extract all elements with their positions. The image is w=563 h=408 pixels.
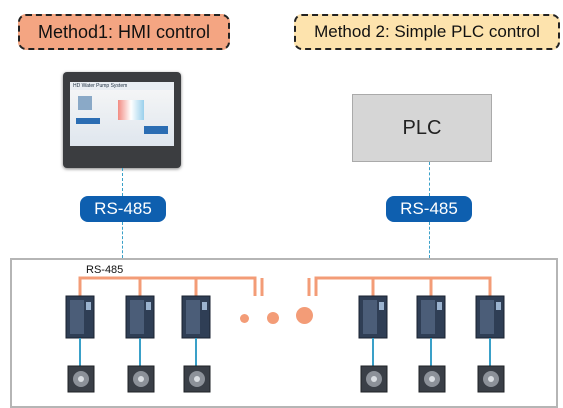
rs485-badge-right: RS-485 (386, 196, 472, 222)
ellipsis-dot-small (240, 314, 249, 323)
servo-motor (127, 365, 155, 393)
bus-right-segment (314, 276, 492, 296)
servo-drive (125, 295, 155, 339)
servo-drive (358, 295, 388, 339)
servo-drive (475, 295, 505, 339)
rs485-badge-left: RS-485 (80, 196, 166, 222)
bus-label: RS-485 (86, 264, 124, 276)
hmi-widget (78, 96, 92, 110)
hmi-link-line-bottom (122, 222, 123, 258)
servo-drive (181, 295, 211, 339)
servo-drive (416, 295, 446, 339)
hmi-screen: HD Water Pump System (70, 82, 174, 146)
servo-drive (65, 295, 95, 339)
method2-label: Method 2: Simple PLC control (294, 14, 560, 50)
hmi-widget (144, 126, 168, 134)
servo-motor (67, 365, 95, 393)
plc-link-line-top (429, 162, 430, 196)
plc-link-line-bottom (429, 222, 430, 258)
servo-motor (418, 365, 446, 393)
servo-motor (183, 365, 211, 393)
plc-box: PLC (352, 94, 492, 162)
method1-label: Method1: HMI control (18, 14, 230, 50)
hmi-widget (118, 100, 144, 120)
servo-motor (360, 365, 388, 393)
ellipsis-dot-medium (267, 312, 279, 324)
servo-motor (477, 365, 505, 393)
hmi-screen-title: HD Water Pump System (73, 83, 128, 89)
hmi-title-bar: HD Water Pump System (70, 82, 174, 90)
hmi-link-line-top (122, 168, 123, 196)
hmi-widget (76, 118, 100, 124)
ellipsis-dot-large (296, 307, 313, 324)
bus-left-segment (78, 276, 257, 296)
hmi-panel: HD Water Pump System (63, 72, 181, 168)
